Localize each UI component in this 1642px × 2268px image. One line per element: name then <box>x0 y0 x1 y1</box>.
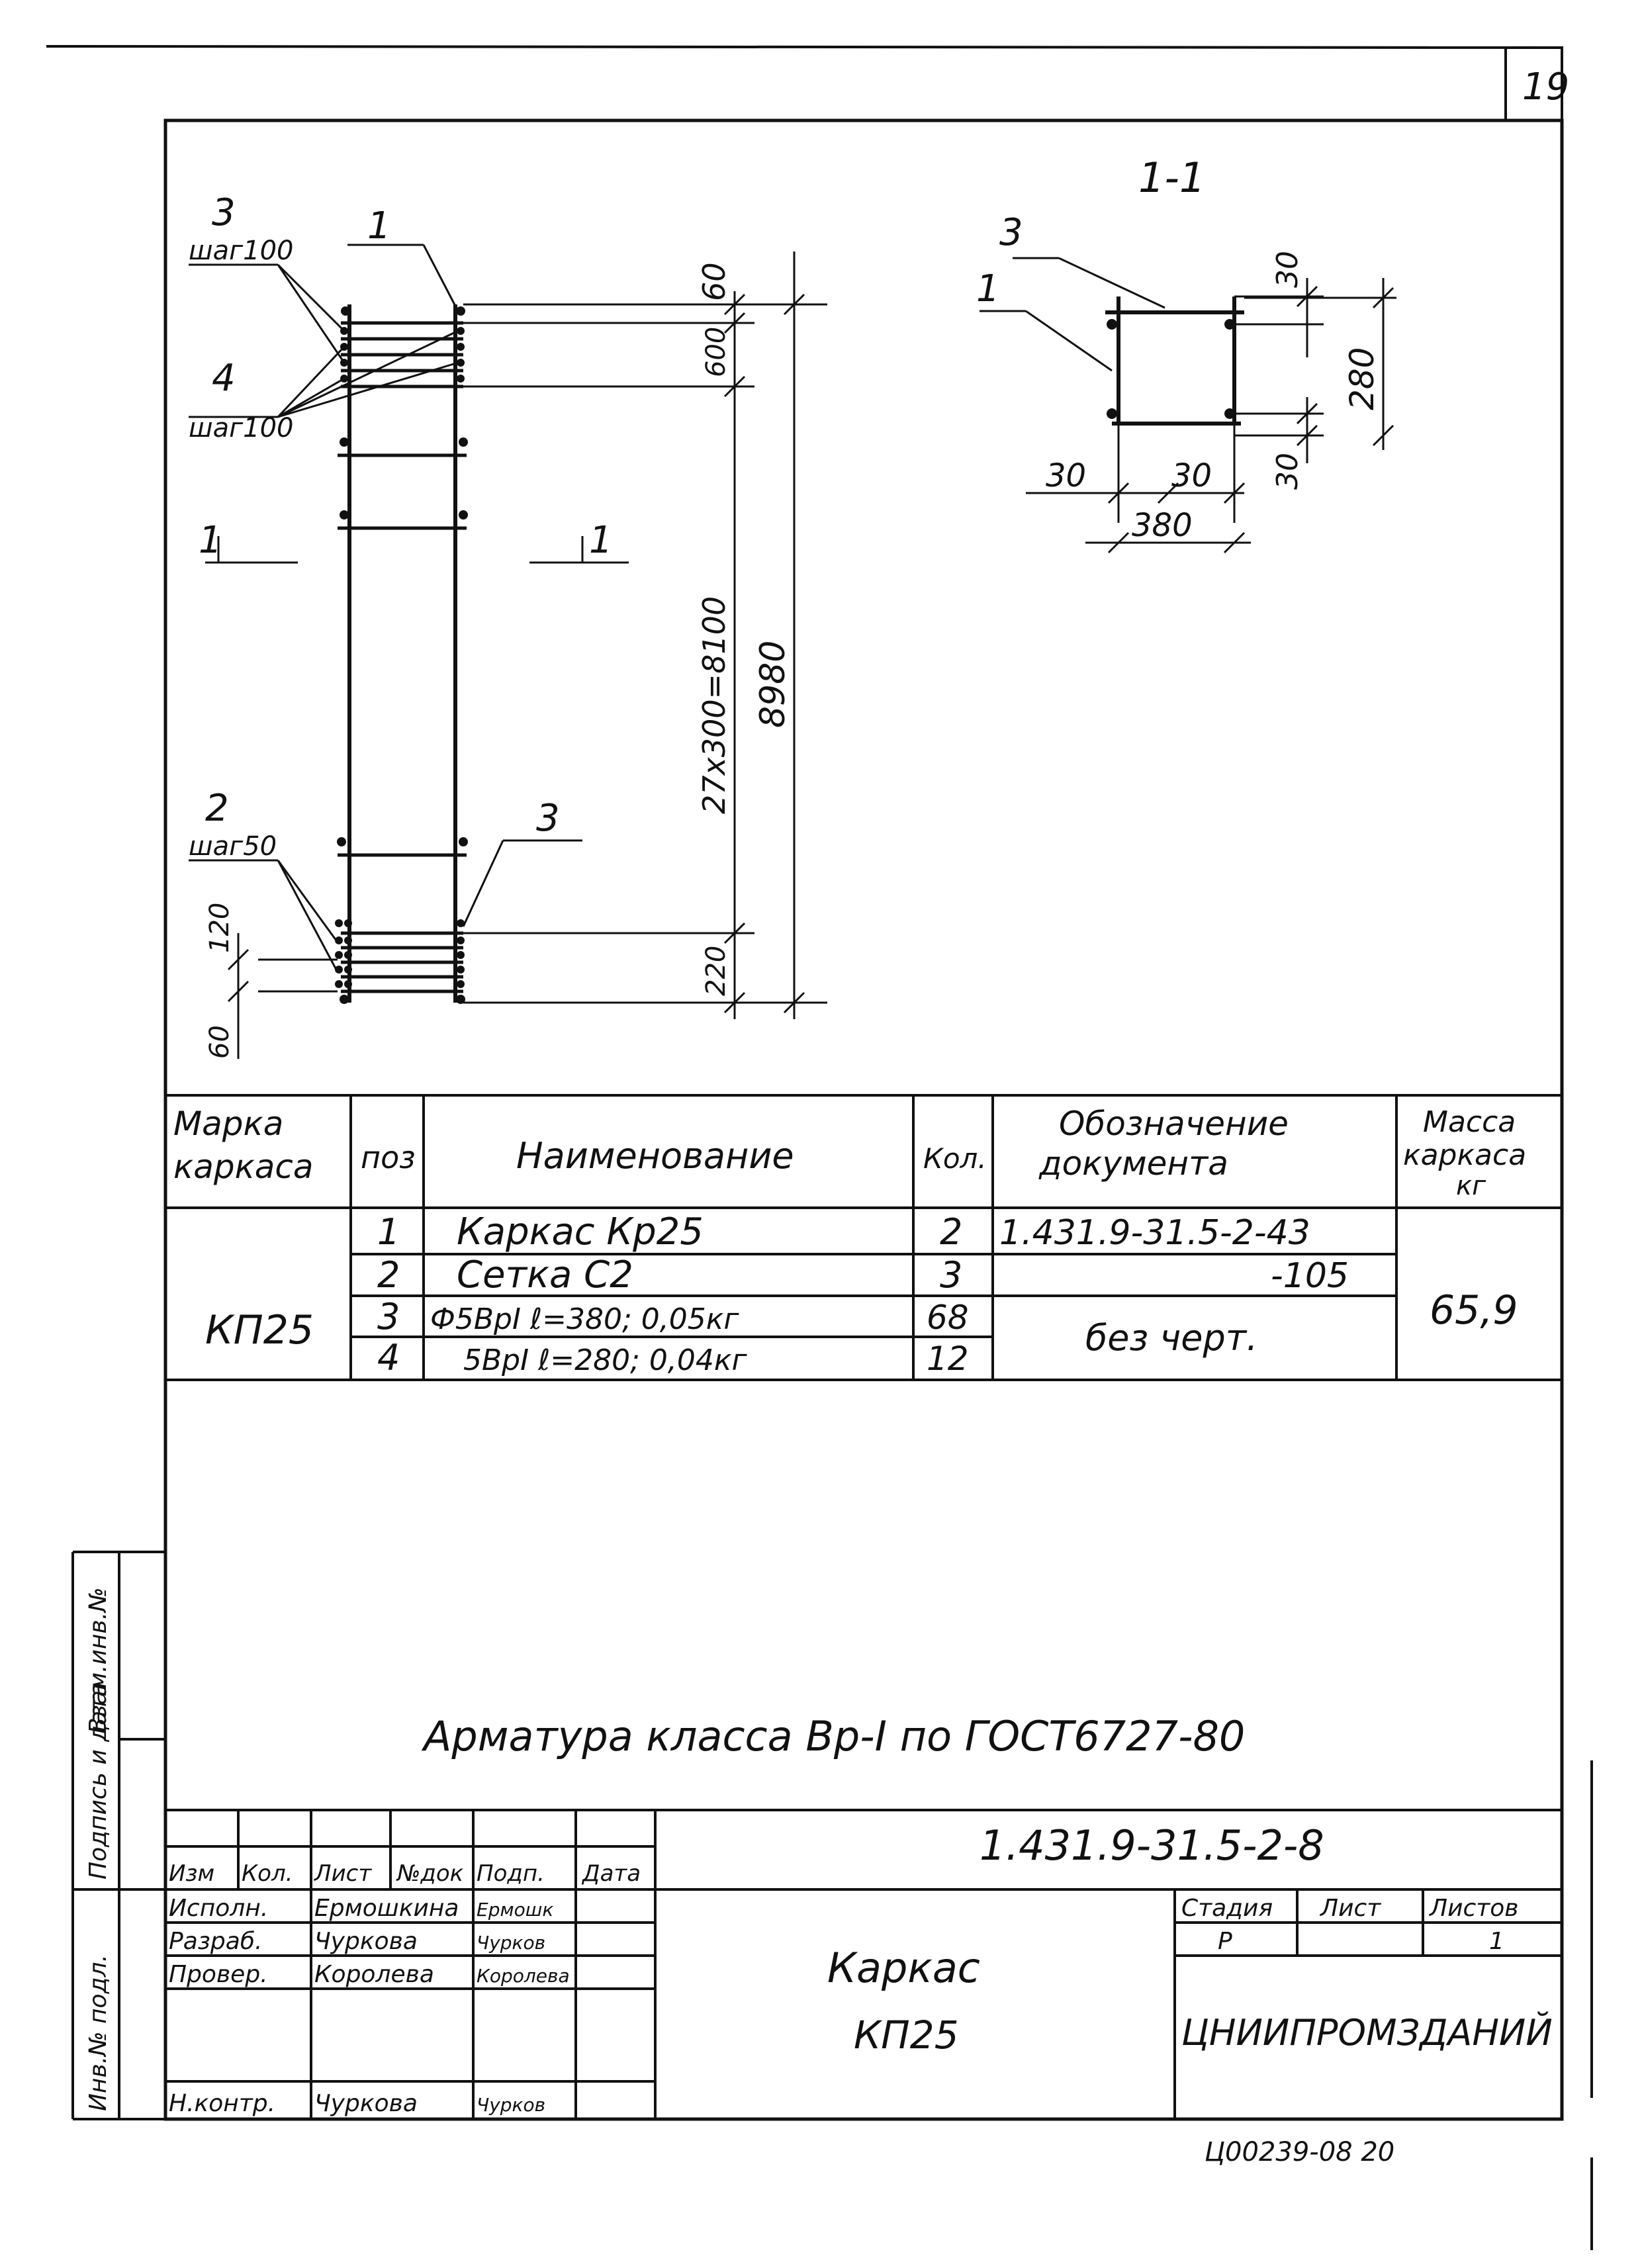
col-header-izm: Изм <box>169 1860 214 1887</box>
stage-value: Р <box>1218 1928 1232 1955</box>
col-header-date: Дата <box>581 1860 641 1887</box>
header-mass-line2: каркаса <box>1403 1138 1526 1172</box>
stage-header: Стадия <box>1181 1895 1273 1922</box>
role-3: Провер. <box>169 1961 268 1988</box>
stamp-inv-replace: Взам.инв.№ <box>85 1587 112 1734</box>
title-block-grid <box>165 1809 1562 2119</box>
stamp-inv-orig: Инв.№ подл. <box>85 1954 112 2111</box>
cage-elevation <box>335 304 468 1004</box>
top-rule <box>46 45 1563 49</box>
label-pos1: 1 <box>367 204 391 248</box>
section-dim-30-top: 30 <box>1271 251 1304 288</box>
header-mark-line1: Марка <box>173 1105 283 1143</box>
section-dim-30-bottom: 30 <box>1271 453 1304 490</box>
cage-mass: 65,9 <box>1430 1287 1518 1334</box>
signature-3: Королева <box>477 1965 570 1987</box>
header-mass-line1: Масса <box>1423 1105 1516 1139</box>
dim-120: 120 <box>205 903 235 953</box>
archive-number: Ц00239-08 20 <box>1205 2137 1394 2167</box>
col-header-kol: Кол. <box>242 1860 293 1887</box>
col-header-sign: Подп. <box>477 1860 545 1887</box>
row2-doc: -105 <box>1271 1256 1349 1296</box>
leader-lines <box>189 244 629 970</box>
row1-doc: 1.431.9-31.5-2-43 <box>999 1213 1310 1253</box>
section-dim-30-mid: 30 <box>1171 457 1212 494</box>
row2-pos: 2 <box>377 1254 400 1296</box>
row2-qty: 3 <box>940 1254 962 1296</box>
person-1: Ермошкина <box>314 1895 459 1922</box>
dim-total: 8980 <box>753 641 793 728</box>
section-1-1 <box>980 257 1396 554</box>
title-line1: Каркас <box>827 1944 980 1992</box>
person-4: Чуркова <box>314 2090 418 2117</box>
person-3: Королева <box>314 1961 434 1988</box>
cage-mark: КП25 <box>205 1307 314 1353</box>
row1-pos: 1 <box>377 1211 400 1253</box>
side-stamp-grid <box>71 1551 165 2120</box>
header-doc-line2: документа <box>1038 1144 1228 1183</box>
label-pos2: 2 <box>205 787 229 830</box>
role-1: Исполн. <box>169 1895 268 1922</box>
header-doc-line1: Обозначение <box>1059 1105 1289 1143</box>
dim-60-bottom: 60 <box>205 1025 235 1059</box>
section-dim-380: 380 <box>1132 507 1193 544</box>
label-pos4: 4 <box>212 357 236 400</box>
row3-qty: 68 <box>927 1298 969 1337</box>
row3-doc: без черт. <box>1085 1317 1257 1359</box>
general-note: Арматура класса Вр-I по ГОСТ6727-80 <box>421 1712 1245 1760</box>
col-header-doc: №док <box>396 1860 464 1887</box>
col-header-list: Лист <box>313 1860 372 1887</box>
section-dim-30-left: 30 <box>1046 457 1086 494</box>
spec-table-grid <box>165 1094 1562 1381</box>
role-4: Н.контр. <box>169 2090 275 2117</box>
main-frame <box>163 118 1564 2121</box>
organization: ЦНИИПРОМЗДАНИЙ <box>1181 2012 1553 2054</box>
dim-220: 220 <box>701 946 731 996</box>
person-2: Чуркова <box>314 1928 418 1955</box>
label-pos3-bottom: 3 <box>536 797 560 840</box>
label-pos4-step: шаг100 <box>189 413 293 443</box>
cut-label-right: 1 <box>589 519 613 562</box>
document-code: 1.431.9-31.5-2-8 <box>980 1821 1324 1870</box>
label-pos3-step: шаг100 <box>189 236 293 266</box>
header-mass-line3: кг <box>1456 1171 1486 1201</box>
label-pos3: 3 <box>212 191 236 234</box>
row4-pos: 4 <box>377 1337 400 1379</box>
row2-name: Сетка С2 <box>457 1253 633 1296</box>
dim-60-top: 60 <box>696 262 732 301</box>
row4-qty: 12 <box>927 1339 969 1378</box>
signature-1: Ермошк <box>477 1899 553 1921</box>
header-name: Наименование <box>516 1135 794 1177</box>
row3-pos: 3 <box>377 1296 400 1338</box>
section-label-pos1: 1 <box>976 267 1000 310</box>
dim-600: 600 <box>701 327 731 377</box>
sheets-value: 1 <box>1489 1928 1504 1955</box>
title-line2: КП25 <box>854 2013 959 2058</box>
signature-4: Чурков <box>477 2094 545 2116</box>
role-2: Разраб. <box>169 1928 262 1955</box>
section-label-pos3: 3 <box>999 211 1023 254</box>
header-pos: поз <box>361 1140 416 1175</box>
sheets-header: Листов <box>1428 1895 1518 1922</box>
row1-name: Каркас Кр25 <box>457 1210 704 1253</box>
stamp-sign-date: Подпись и дата <box>85 1682 112 1880</box>
label-pos2-step: шаг50 <box>189 831 277 862</box>
header-qty: Кол. <box>923 1142 987 1175</box>
section-dim-280: 280 <box>1343 347 1381 410</box>
header-mark-line2: каркаса <box>173 1148 314 1186</box>
row3-name: Ф5ВрI ℓ=380; 0,05кг <box>430 1302 739 1336</box>
section-title: 1-1 <box>1138 154 1205 202</box>
sheet-number: 19 <box>1522 66 1569 109</box>
list-header: Лист <box>1319 1895 1381 1922</box>
dimension-lines <box>227 251 827 1059</box>
signature-2: Чурков <box>477 1932 545 1954</box>
row1-qty: 2 <box>940 1211 962 1253</box>
cut-label-left: 1 <box>199 519 222 562</box>
dim-main: 27х300=8100 <box>696 596 732 814</box>
row4-name: 5ВрI ℓ=280; 0,04кг <box>463 1343 747 1377</box>
